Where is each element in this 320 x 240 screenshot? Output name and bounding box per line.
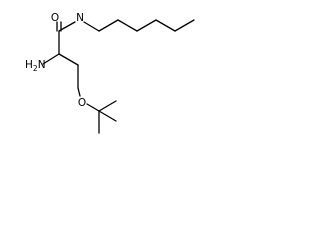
bond-group [42,19,195,134]
tbutyl-methyl-up [98,100,117,112]
ether-oxygen-label: O [78,97,86,109]
hexyl-bond-3 [117,19,138,32]
amide-c-n-bond [58,21,76,32]
tbutyl-methyl-right [98,110,117,122]
o-tbutyl-bond [86,103,100,112]
alpha-ch2-bond [58,53,79,66]
hexyl-bond-4 [136,19,157,32]
hexyl-bond-1 [83,21,100,32]
hexyl-bond-6 [174,19,195,32]
amine-n-symbol: N [38,59,46,71]
hexyl-bond-2 [98,19,119,32]
hexyl-bond-5 [155,19,176,32]
molecule-structure: O N H2N O [25,12,195,134]
alpha-amine-bond [42,53,60,65]
amide-nitrogen-label: N [76,12,84,24]
amine-subscript: 2 [33,64,38,73]
atom-label-group: O N H2N O [25,12,86,109]
carbonyl-oxygen-label: O [51,12,59,24]
ch2-o-bond [77,87,81,97]
amine-label: H2N [25,59,46,73]
amine-h-symbol: H [25,59,33,71]
